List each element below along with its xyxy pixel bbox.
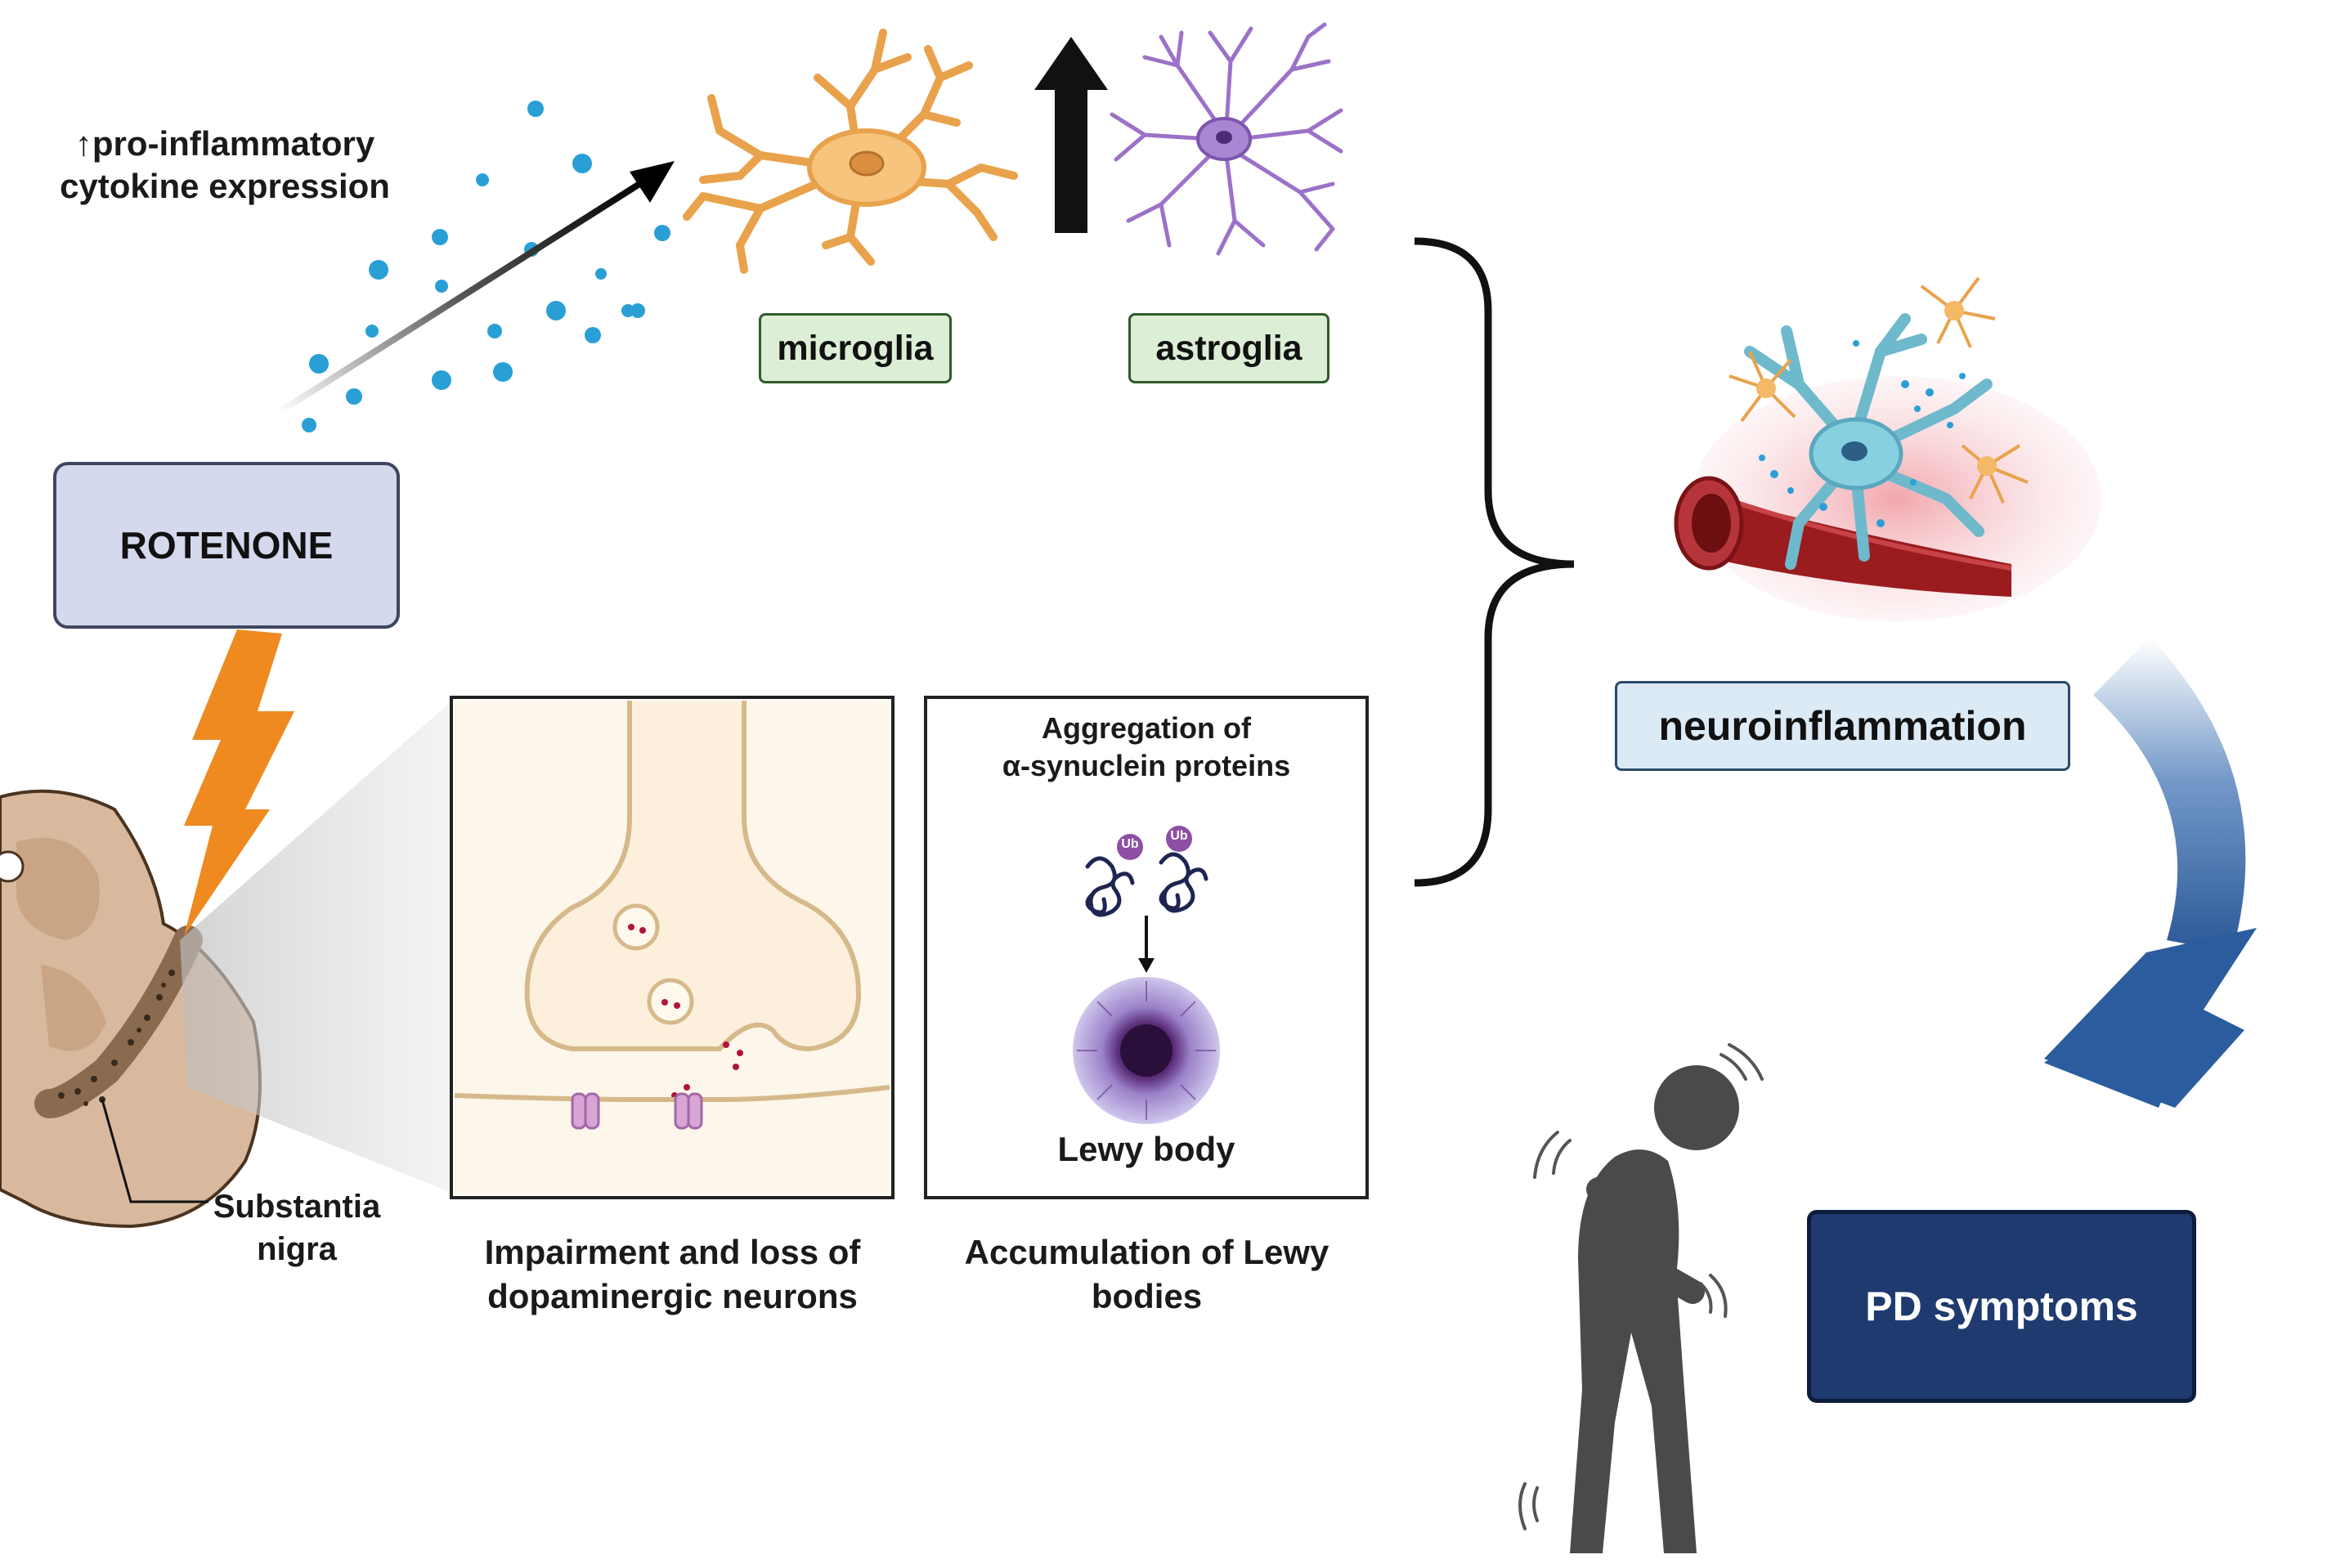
synapse-panel: [450, 696, 895, 1199]
lewy-body-panel: [924, 696, 1369, 1199]
person-icon: [1518, 1043, 1764, 1553]
cytokine-arrow: [276, 161, 675, 416]
accumulation-caption: Accumulation of Lewy bodies: [964, 1233, 1329, 1315]
microglia-tag: microglia: [759, 313, 952, 383]
cytokine-label: ↑pro-inflammatory cytokine expression: [60, 124, 390, 205]
curved-arrow-icon: [2044, 638, 2257, 1108]
rotenone-box: ROTENONE: [53, 462, 400, 629]
up-arrow-icon: [1034, 37, 1108, 233]
aggregation-label: Aggregation of α-synuclein proteins: [1002, 711, 1291, 782]
zoom-wedge: [180, 699, 454, 1194]
cytokine-dots: [302, 101, 670, 432]
astroglia-icon: [1110, 22, 1343, 256]
neuroinflammation-illustration: [1674, 276, 2101, 621]
lightning-icon: [184, 629, 294, 936]
brain-slice-illustration: [0, 789, 262, 1229]
ub-label-2: Ub: [1170, 829, 1188, 843]
substantia-nigra-label: Substantia nigra: [213, 1189, 381, 1267]
curly-brace-icon: [1414, 237, 1575, 887]
microglia-icon: [683, 29, 1018, 274]
lewy-body-label: Lewy body: [1057, 1130, 1235, 1168]
impairment-caption: Impairment and loss of dopaminergic neur…: [484, 1233, 861, 1315]
ub-label-1: Ub: [1121, 837, 1139, 851]
pd-symptoms-box: PD symptoms: [1807, 1210, 2196, 1403]
astroglia-tag: astroglia: [1128, 313, 1329, 383]
neuroinflammation-box: neuroinflammation: [1615, 681, 2070, 771]
